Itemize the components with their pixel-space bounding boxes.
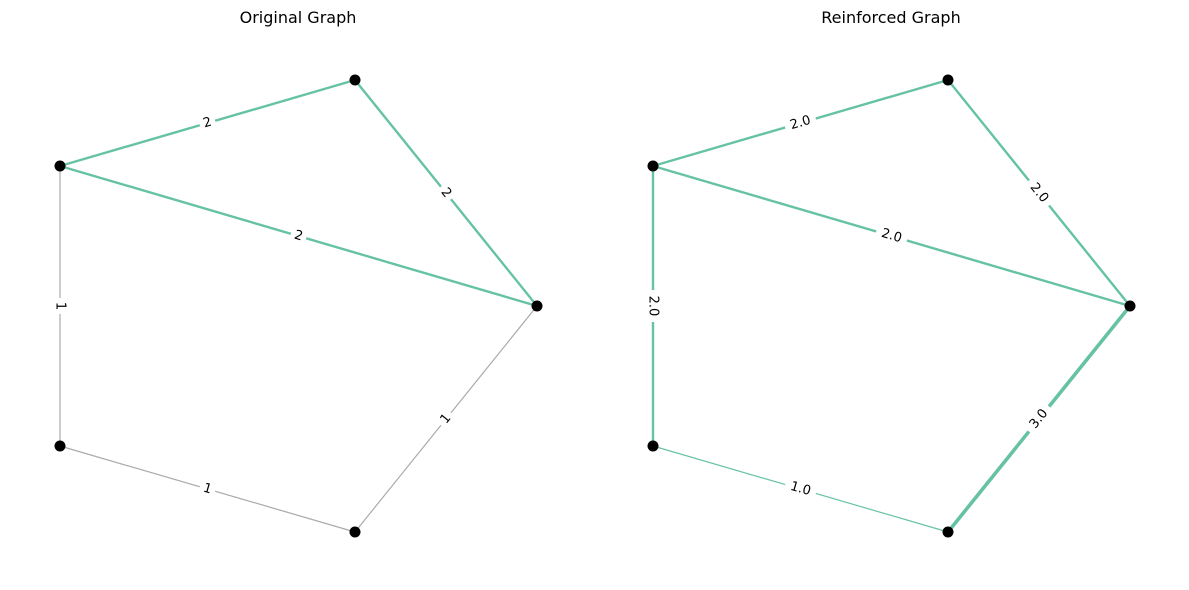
original-edge-label-background [434,181,458,205]
reinforced-edge-label-group: 2.0 [645,290,661,322]
original-node-a [54,160,66,172]
original-edge-label-group: 2 [434,181,458,205]
original-graph-panel: Original Graph 2 2 2 1 1 1 [52,8,543,538]
original-edge-label-background [288,226,309,246]
original-edge-label-background [197,479,218,499]
original-node-e [349,526,361,538]
reinforced-edge-label-group: 2.0 [873,223,910,249]
original-edge-label-group: 2 [288,226,309,246]
original-graph-nodes [54,74,543,538]
original-edge-label-background [197,113,218,133]
original-edge-label-background [434,407,458,431]
original-node-b [349,74,361,86]
reinforced-edge-weight-label: 2.0 [646,296,661,317]
original-edge-label-group: 1 [197,479,218,499]
original-graph-edges: 2 2 2 1 1 1 [52,78,539,533]
reinforced-graph-edges: 2.02.02.02.01.03.0 [645,78,1132,534]
original-graph-title: Original Graph [240,8,357,27]
reinforced-edge-weight-label: 1.0 [788,479,812,499]
reinforced-node-a [647,160,659,172]
original-edge-label-group: 2 [197,113,218,133]
reinforced-edge-label-background [782,110,819,136]
original-edge-weight-label: 2 [201,115,213,132]
original-node-c [531,300,543,312]
reinforced-edge-label-background [1022,401,1056,437]
original-edge-weight-label: 1 [53,302,68,310]
reinforced-edge-weight-label: 2.0 [788,113,812,133]
reinforced-edge-label-group: 1.0 [782,476,819,502]
reinforced-node-b [942,74,954,86]
reinforced-graph-nodes [647,74,1136,538]
reinforced-edge-label-group: 2.0 [782,110,819,136]
original-node-d [54,440,66,452]
reinforced-node-e [942,526,954,538]
reinforced-edge-weight-label: 2.0 [879,226,903,246]
original-edge-label-group: 1 [434,407,458,431]
original-edge-weight-label: 1 [201,481,213,498]
original-edge-label-background [52,298,68,314]
reinforced-edge-label-background [782,476,819,502]
reinforced-edge-label-background [645,290,661,322]
original-edge-weight-label: 2 [292,228,304,245]
reinforced-graph-title: Reinforced Graph [821,8,960,27]
reinforced-graph-panel: Reinforced Graph 2.02.02.02.01.03.0 [645,8,1136,538]
reinforced-edge-label-background [873,223,910,249]
reinforced-node-d [647,440,659,452]
reinforced-edge-label-background [1022,175,1056,211]
reinforced-node-c [1124,300,1136,312]
original-edge-label-group: 1 [52,298,68,314]
